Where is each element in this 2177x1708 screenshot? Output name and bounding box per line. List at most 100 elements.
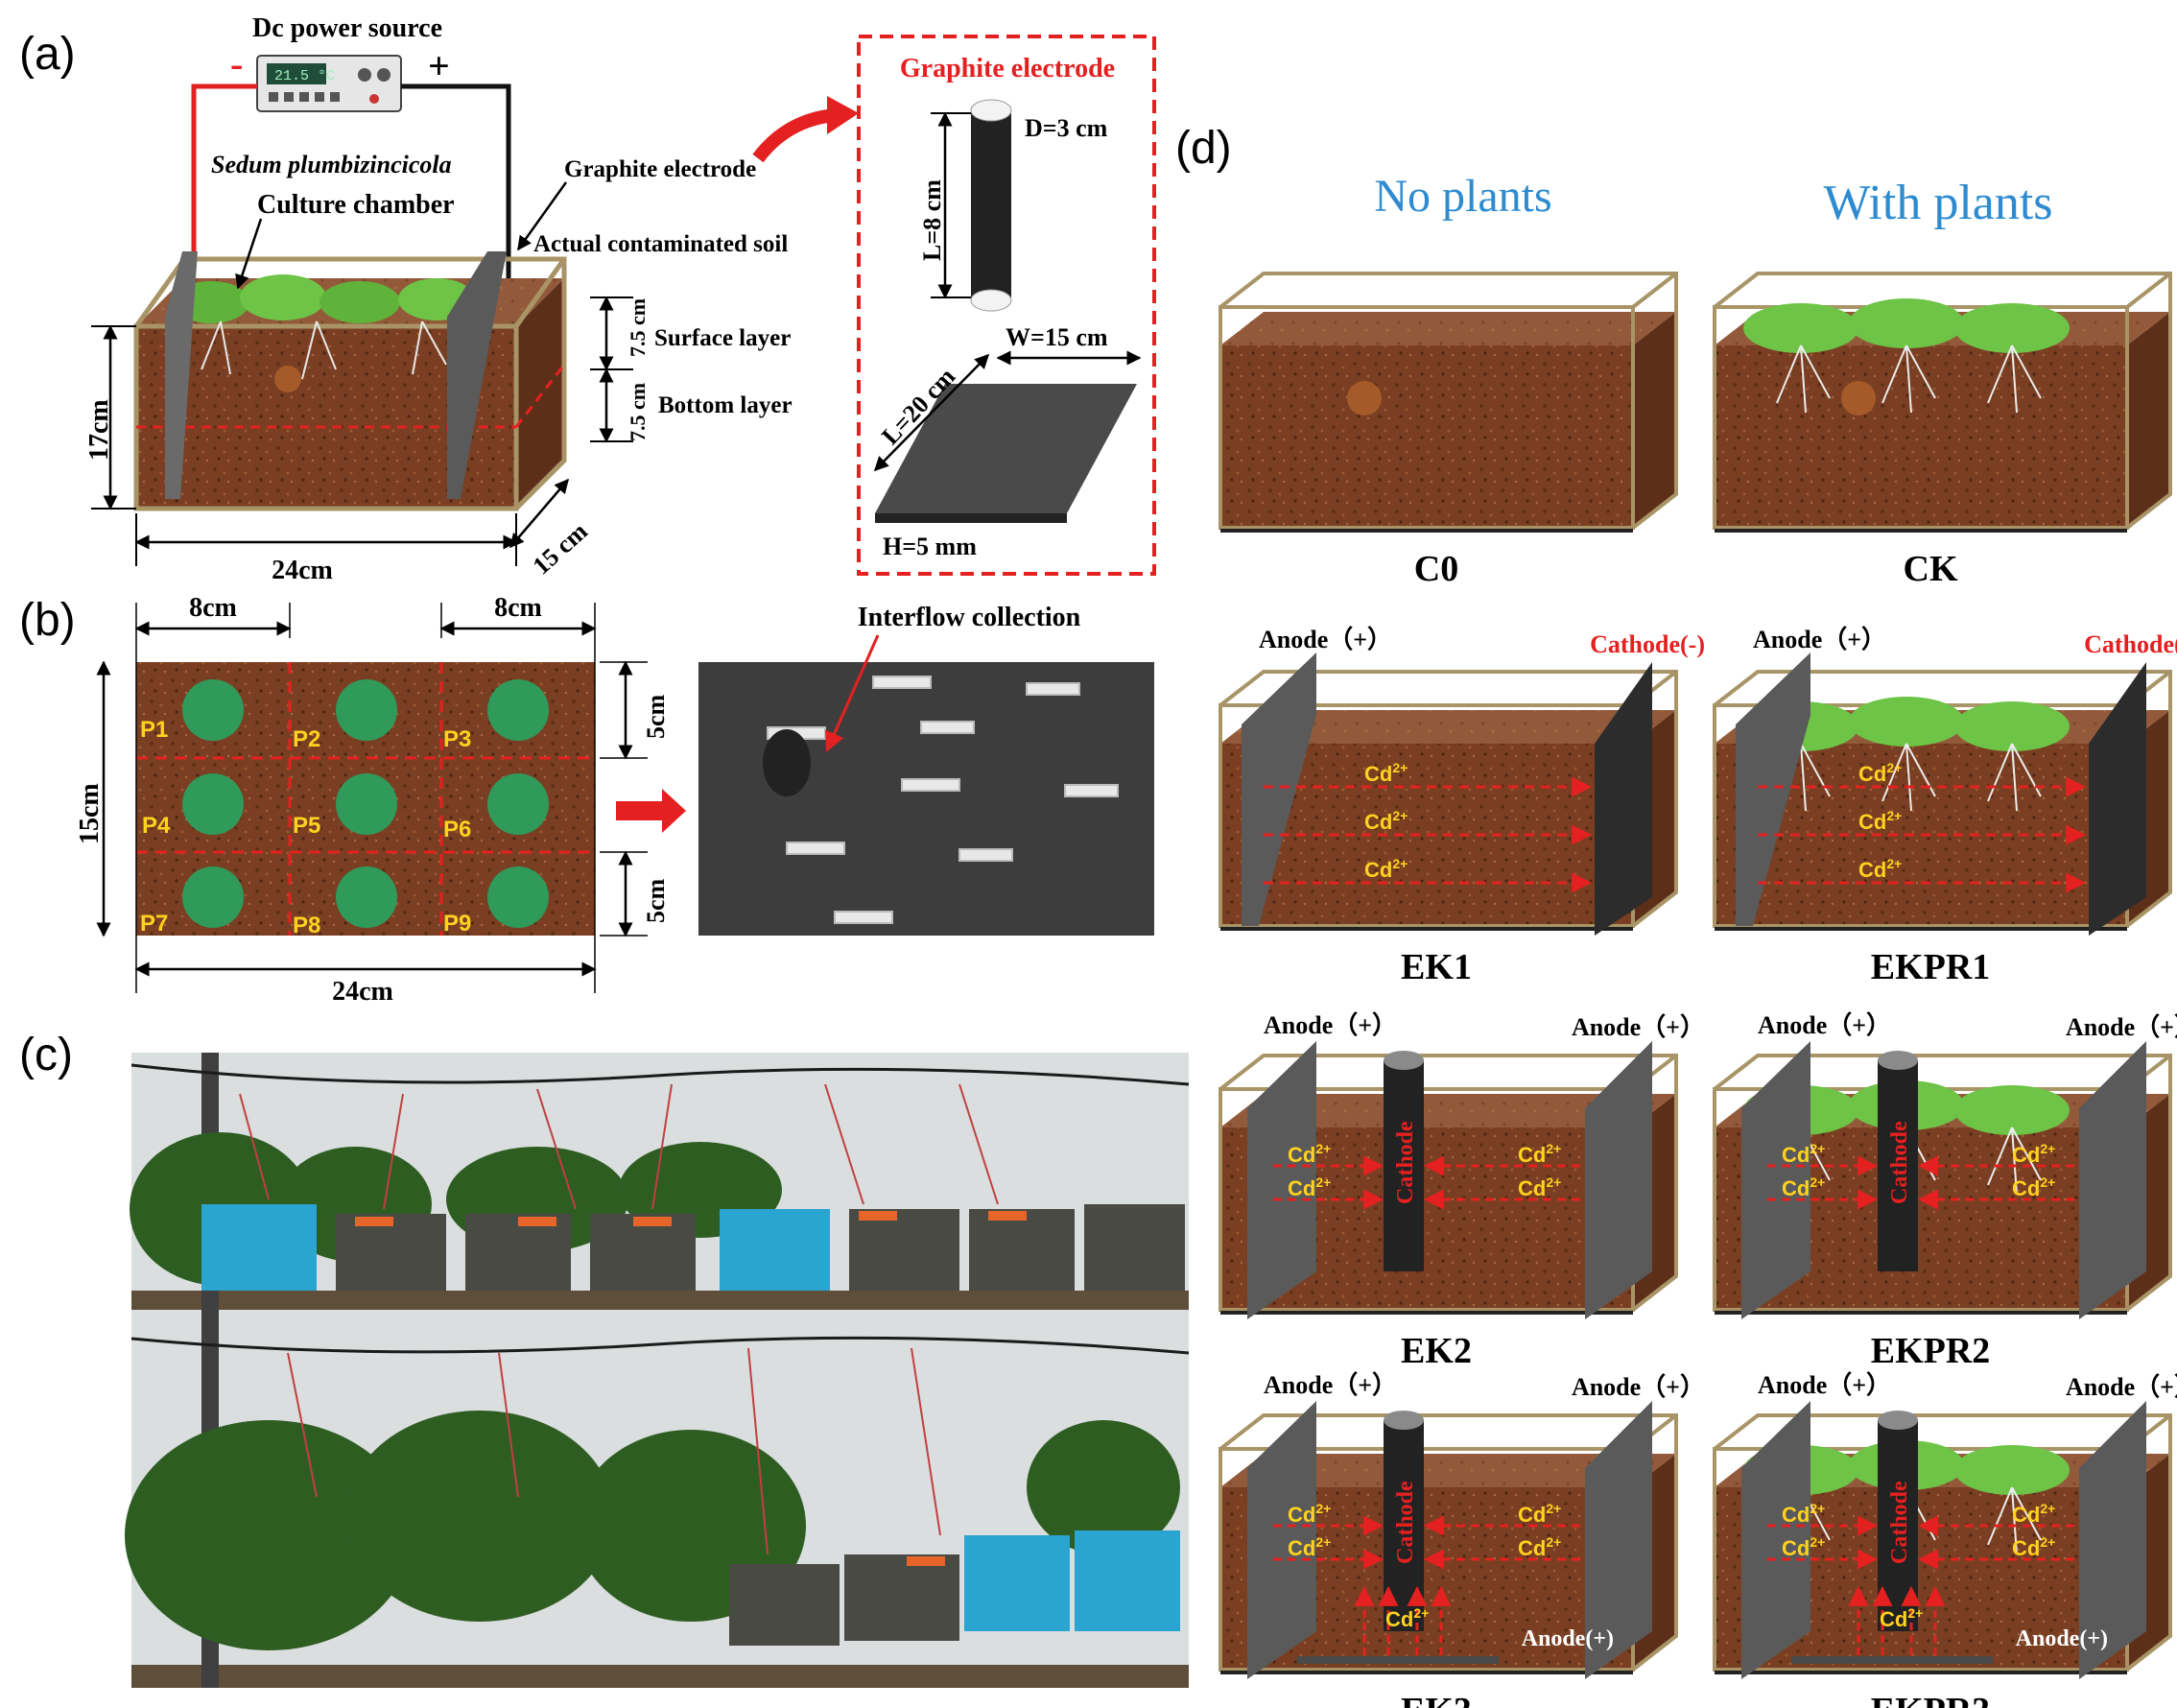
anode-label-left: Anode（+） xyxy=(1758,1011,1891,1039)
panel-a: 21.5 °C Dc power source - + Sedum plumbi… xyxy=(84,13,859,585)
anode-plate-icon xyxy=(1585,1041,1652,1319)
negative-wire xyxy=(191,83,257,259)
layer-depth-top: 7.5 cm xyxy=(626,298,650,357)
position-label: P2 xyxy=(293,726,320,752)
plant-icon xyxy=(1954,303,2070,353)
culture-chamber-label: Culture chamber xyxy=(257,190,455,220)
anode-plate-icon xyxy=(1741,1401,1810,1679)
plant-icon xyxy=(1954,701,2070,751)
anode-plate-icon xyxy=(2079,1401,2146,1679)
interflow-photo xyxy=(698,662,1154,936)
depth-dim-a: 15 cm xyxy=(528,517,593,581)
panel-c xyxy=(125,1053,1190,1688)
plant-icon xyxy=(1849,697,1964,747)
plant-icon xyxy=(1849,298,1964,348)
cd-ion-label: Cd2+ xyxy=(1782,1501,1825,1527)
position-label: P4 xyxy=(142,813,171,839)
anode-label: Anode（+） xyxy=(1259,626,1392,653)
position-label: P5 xyxy=(293,813,320,839)
treatment-label: CK xyxy=(1904,549,1958,589)
cathode-rod-icon xyxy=(1878,1060,1918,1271)
anode-plate-icon xyxy=(1247,1041,1316,1319)
culture-boxes xyxy=(201,1204,1185,1646)
electrode-right-a xyxy=(447,251,507,499)
cd-ion-label: Cd2+ xyxy=(1782,1141,1825,1167)
panel-label-b: (b) xyxy=(19,595,76,646)
power-source-label: Dc power source xyxy=(252,13,442,43)
cathode-label: Cathode(-) xyxy=(2084,630,2177,658)
cathode-plate-icon xyxy=(1595,662,1652,936)
margin-bottom-label: 5cm xyxy=(642,878,670,923)
soil-block xyxy=(1220,345,1633,528)
plant-icon xyxy=(1954,1085,2070,1135)
spacing-left-label: 8cm xyxy=(189,593,237,623)
treatment-c0 xyxy=(1219,272,1678,533)
cathode-rod-label: Cathode xyxy=(1887,1481,1912,1564)
header-no-plants: No plants xyxy=(1374,171,1551,222)
anode-label: Anode（+） xyxy=(1753,626,1886,653)
to-electrode-arrow xyxy=(752,108,836,163)
panel-label-d: (d) xyxy=(1175,123,1232,174)
box-side xyxy=(516,278,564,509)
electrode-left-a xyxy=(165,251,198,499)
bottom-layer-label: Bottom layer xyxy=(658,392,793,418)
anode-label-right: Anode（+） xyxy=(2066,1373,2177,1401)
anode-plate-icon xyxy=(1242,652,1316,926)
position-label: P1 xyxy=(140,717,168,743)
anode-label-right: Anode（+） xyxy=(1572,1373,1705,1401)
treatment-ekpr3 xyxy=(1713,1401,2172,1679)
anode-label-right: Anode（+） xyxy=(1572,1013,1705,1041)
rod-diameter-label: D=3 cm xyxy=(1025,114,1108,142)
power-display xyxy=(267,63,326,84)
position-label: P7 xyxy=(140,911,168,937)
bottom-anode-label: Anode(+) xyxy=(2016,1626,2108,1651)
graphite-electrode-label-a: Graphite electrode xyxy=(564,156,756,182)
electrode-box-title: Graphite electrode xyxy=(900,54,1115,83)
anode-label-right: Anode（+） xyxy=(2066,1013,2177,1041)
width-dim-a: 24cm xyxy=(272,556,333,585)
cd-ion-label: Cd2+ xyxy=(1288,1501,1331,1527)
plant-icon xyxy=(1743,303,1858,353)
anode-plate-icon xyxy=(1585,1401,1652,1679)
plus-sign: + xyxy=(428,44,450,87)
layer-depth-bottom: 7.5 cm xyxy=(626,383,650,441)
treatment-label: C0 xyxy=(1414,549,1458,589)
treatment-ck xyxy=(1713,272,2172,533)
surface-layer-label: Surface layer xyxy=(654,325,791,351)
soil-block xyxy=(1715,345,2127,528)
to-photo-arrow xyxy=(616,789,686,833)
margin-top-label: 5cm xyxy=(642,694,670,739)
anode-label-left: Anode（+） xyxy=(1758,1371,1891,1399)
treatment-label: EKPR1 xyxy=(1871,947,1991,987)
plate-width-label: W=15 cm xyxy=(1006,323,1108,351)
header-with-plants: With plants xyxy=(1823,176,2052,230)
treatment-ek3 xyxy=(1219,1401,1678,1679)
position-label: P3 xyxy=(443,726,471,752)
power-display-text: 21.5 °C xyxy=(274,68,335,84)
treatment-label: EKPR2 xyxy=(1871,1331,1991,1371)
rod-length-label: L=8 cm xyxy=(918,179,946,261)
treatment-ekpr1 xyxy=(1713,652,2172,936)
panel-label-c: (c) xyxy=(19,1030,73,1080)
positive-wire xyxy=(401,83,511,278)
height-dim-b: 15cm xyxy=(75,783,105,844)
treatment-label: EK1 xyxy=(1401,947,1472,987)
interflow-label: Interflow collection xyxy=(858,603,1081,632)
panel-b: P1 P2 P3 P4 P5 P6 P7 P8 P9 8cm 8cm 15cm … xyxy=(75,593,1154,1007)
bottom-anode-label: Anode(+) xyxy=(1522,1626,1614,1651)
treatment-ekpr2 xyxy=(1713,1041,2172,1319)
height-dim-a: 17cm xyxy=(84,399,114,461)
plate-thickness-label: H=5 mm xyxy=(883,533,977,560)
cathode-plate-icon xyxy=(2089,662,2146,936)
position-label: P9 xyxy=(443,911,471,937)
treatment-label: EK2 xyxy=(1401,1331,1472,1371)
cathode-rod-label: Cathode xyxy=(1887,1121,1912,1204)
plant-grid-icons xyxy=(182,679,549,928)
anode-label-left: Anode（+） xyxy=(1264,1011,1397,1039)
rod-electrode-icon xyxy=(971,110,1011,300)
panel-label-a: (a) xyxy=(19,29,76,80)
treatment-ek1 xyxy=(1219,652,1678,936)
treatment-label: EKPR3 xyxy=(1871,1691,1991,1708)
